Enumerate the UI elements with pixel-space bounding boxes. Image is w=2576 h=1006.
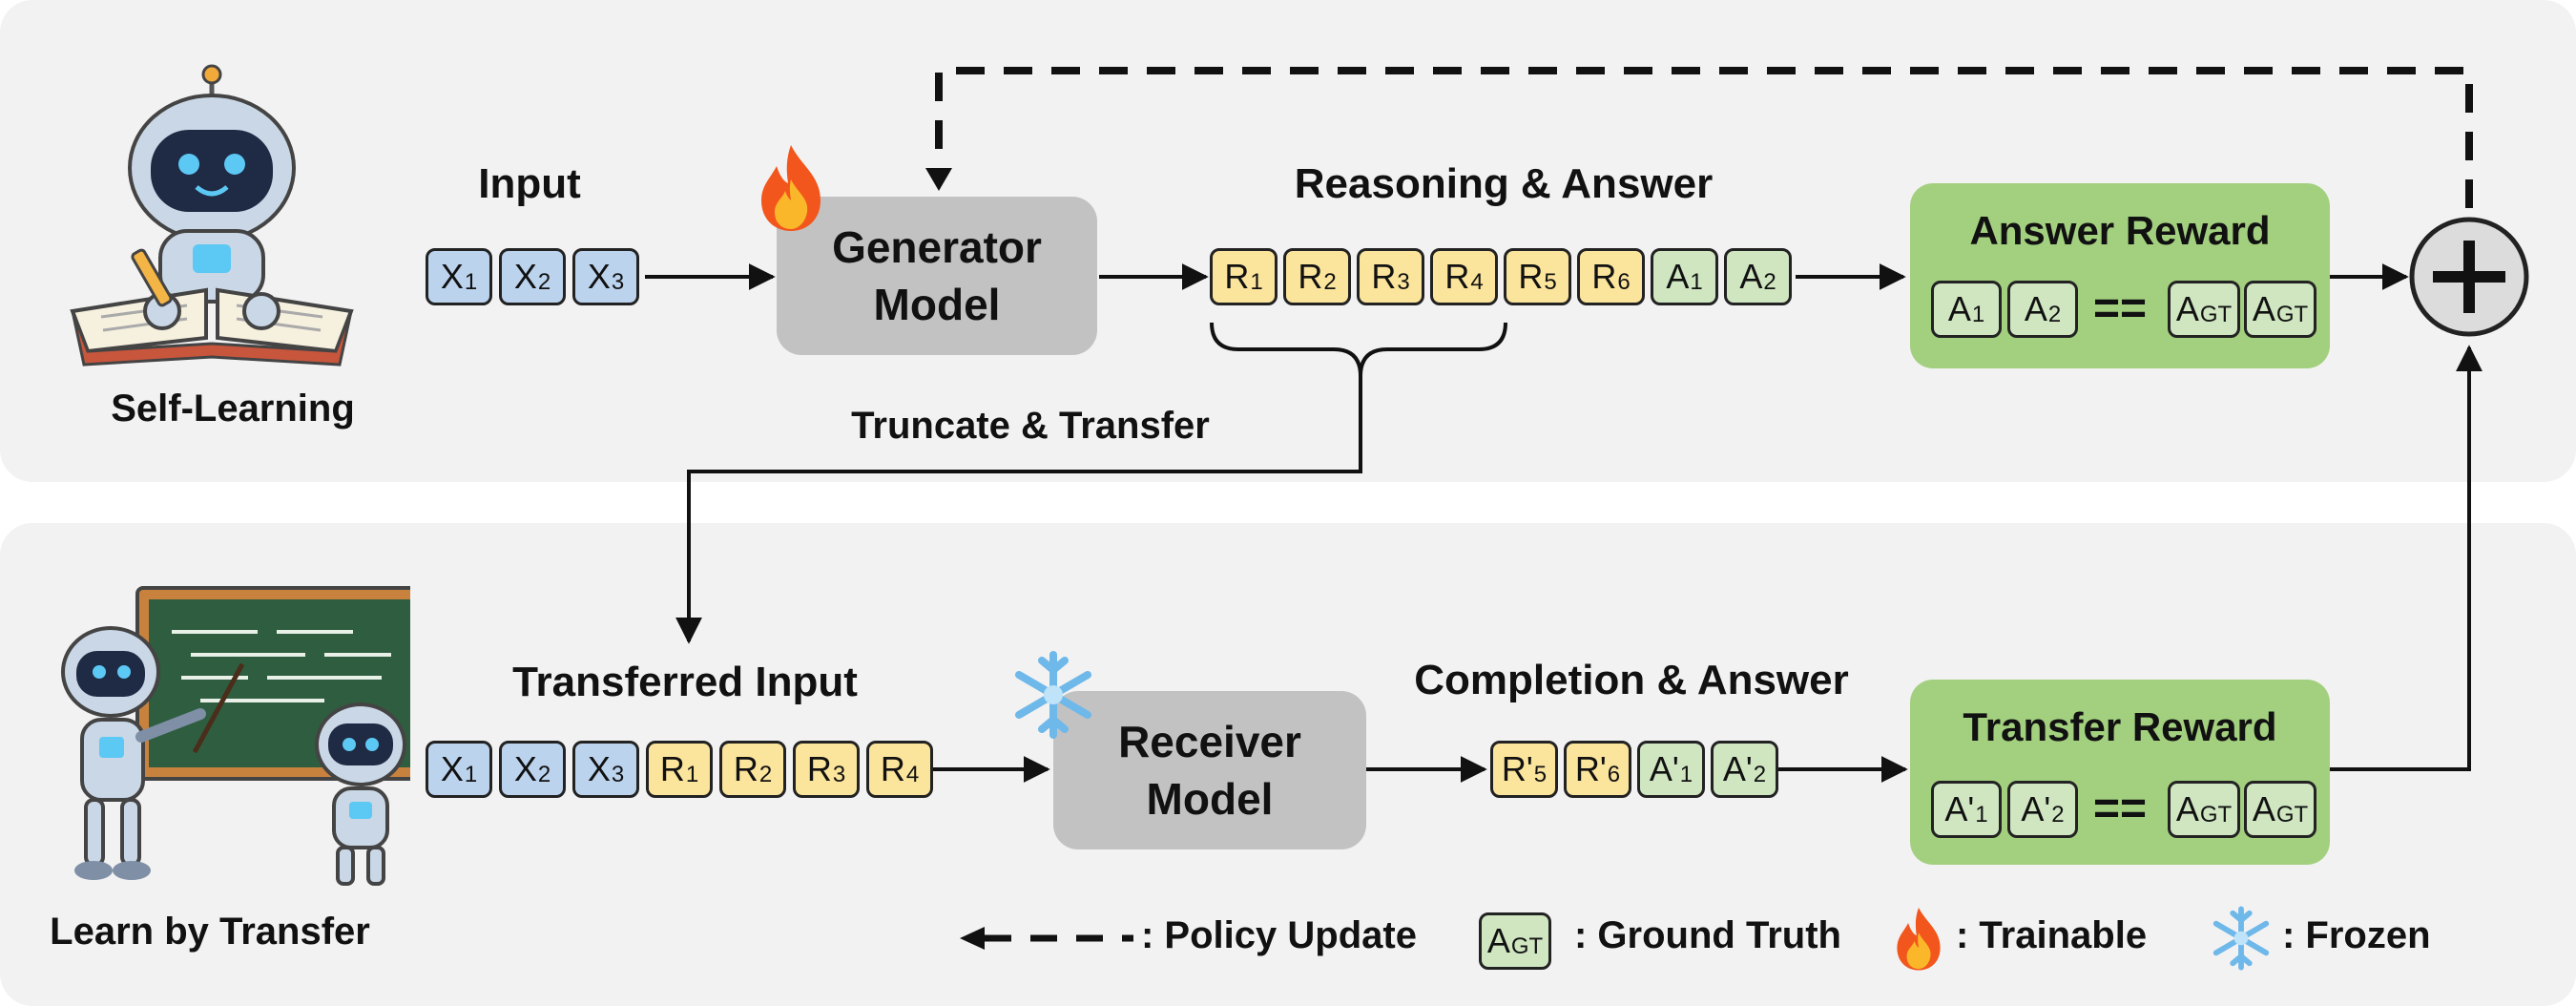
reward-answer-token: A'1: [1931, 781, 2002, 838]
generator-line1: Generator: [832, 222, 1042, 272]
answer-reward-box: Answer Reward: [1910, 183, 2330, 368]
legend-fire-icon: [1897, 907, 1941, 971]
transfer-reward-title: Transfer Reward: [1963, 704, 2277, 749]
answer-reward-title: Answer Reward: [1969, 208, 2271, 253]
dashed-arrow-icon: [960, 927, 1133, 950]
robot-student-icon: [70, 64, 354, 367]
self-learning-label: Self-Learning: [111, 388, 355, 430]
legend-ground-truth: : Ground Truth: [1574, 914, 1841, 956]
equals-sign: ==: [2093, 283, 2148, 334]
learn-by-transfer-label: Learn by Transfer: [50, 911, 370, 953]
input-label: Input: [478, 160, 581, 207]
equals-sign: ==: [2093, 784, 2148, 834]
legend-frozen: : Frozen: [2282, 914, 2431, 956]
legend-policy-update: : Policy Update: [1141, 914, 1417, 956]
receiver-line2: Model: [1146, 774, 1274, 824]
receiver-line1: Receiver: [1118, 717, 1301, 766]
generator-line2: Model: [873, 280, 1001, 329]
legend-snowflake-icon: [2212, 906, 2270, 971]
truncate-transfer-label: Truncate & Transfer: [851, 405, 1210, 447]
robot-child-icon: [315, 702, 406, 886]
generator-model: Generator Model: [777, 197, 1097, 355]
completion-token: A'1: [1637, 741, 1705, 798]
completion-token: R'5: [1490, 741, 1558, 798]
completion-answer-label: Completion & Answer: [1414, 657, 1849, 703]
transferred-input-label: Transferred Input: [512, 659, 858, 705]
receiver-model: Receiver Model: [1053, 691, 1366, 849]
snowflake-icon: [1015, 651, 1091, 739]
fire-icon: [761, 145, 821, 231]
legend-trainable: : Trainable: [1956, 914, 2148, 956]
reasoning-answer-label: Reasoning & Answer: [1294, 160, 1714, 207]
completion-token: R'6: [1564, 741, 1631, 798]
completion-token: A'2: [1711, 741, 1778, 798]
reward-answer-token: A'2: [2007, 781, 2078, 838]
plus-circle-icon: [2409, 217, 2529, 337]
